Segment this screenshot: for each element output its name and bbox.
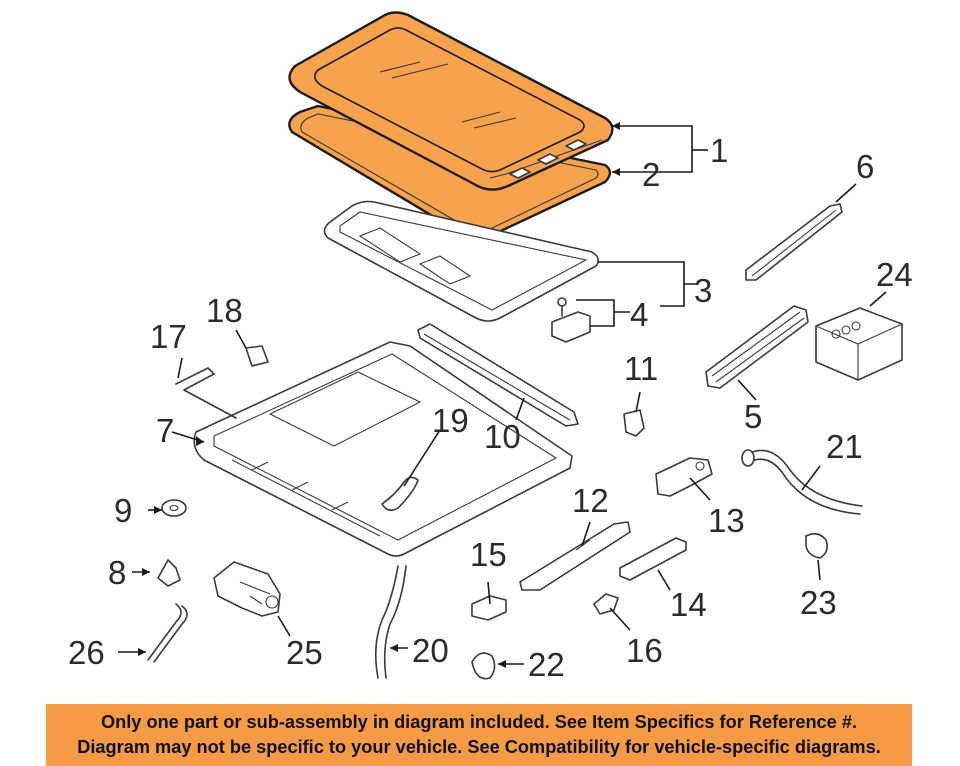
- part-4-bracket[interactable]: [551, 297, 591, 343]
- parts-diagram: 1 2 3 4 5 6 7 8 9 10 11 12 13 14 15 16 1…: [68, 11, 913, 683]
- callout-8: 8: [108, 554, 126, 591]
- part-11-clip[interactable]: [623, 409, 645, 437]
- callout-22: 22: [528, 646, 565, 683]
- part-26-rod[interactable]: [147, 603, 188, 663]
- callout-1: 1: [710, 132, 728, 169]
- part-25-motor[interactable]: [213, 561, 281, 617]
- part-13-bracket[interactable]: [655, 457, 713, 497]
- callout-5: 5: [744, 398, 762, 435]
- callout-12: 12: [572, 482, 609, 519]
- part-1-glass-panel[interactable]: [288, 11, 614, 191]
- callout-25: 25: [286, 634, 323, 671]
- callout-15: 15: [470, 536, 507, 573]
- callout-4: 4: [630, 296, 648, 333]
- part-20-hose[interactable]: [374, 565, 407, 679]
- part-8-fastener[interactable]: [157, 559, 181, 587]
- callout-7: 7: [156, 412, 174, 449]
- part-12-cable[interactable]: [519, 521, 631, 591]
- part-9-washer[interactable]: [161, 499, 187, 517]
- callout-21: 21: [826, 428, 863, 465]
- callout-18: 18: [206, 292, 243, 329]
- part-3-sunshade[interactable]: [323, 200, 600, 322]
- callout-26: 26: [68, 634, 105, 671]
- callout-20: 20: [412, 632, 449, 669]
- callout-2: 2: [642, 156, 660, 193]
- callout-23: 23: [800, 584, 837, 621]
- callout-3: 3: [694, 272, 712, 309]
- callout-10: 10: [484, 418, 521, 455]
- callout-9: 9: [114, 492, 132, 529]
- leader-lines: [118, 122, 887, 668]
- part-18-clip[interactable]: [245, 345, 269, 367]
- part-23-grommet[interactable]: [805, 532, 828, 559]
- part-19-hose[interactable]: [381, 476, 419, 512]
- callout-13: 13: [708, 502, 745, 539]
- callout-17: 17: [150, 318, 187, 355]
- callout-24: 24: [876, 256, 913, 293]
- disclaimer-banner: Only one part or sub-assembly in diagram…: [46, 704, 912, 766]
- callout-6: 6: [856, 148, 874, 185]
- part-6-rail[interactable]: [745, 203, 843, 281]
- callout-16: 16: [626, 632, 663, 669]
- callout-14: 14: [670, 586, 707, 623]
- part-24-control-module[interactable]: [815, 307, 903, 381]
- callout-19: 19: [432, 402, 469, 439]
- part-17-drain[interactable]: [175, 367, 237, 419]
- part-16-bracket[interactable]: [593, 593, 619, 615]
- part-7-frame[interactable]: [193, 341, 573, 557]
- disclaimer-line-2: Diagram may not be specific to your vehi…: [77, 737, 881, 757]
- part-22-plug[interactable]: [471, 652, 496, 680]
- part-21-drain-hose[interactable]: [741, 449, 863, 515]
- callout-labels: 1 2 3 4 5 6 7 8 9 10 11 12 13 14 15 16 1…: [68, 132, 913, 683]
- part-14-strip[interactable]: [619, 537, 687, 581]
- part-5-track[interactable]: [705, 305, 809, 389]
- disclaimer-line-1: Only one part or sub-assembly in diagram…: [100, 712, 858, 732]
- part-10-front-rail[interactable]: [417, 323, 579, 427]
- callout-11: 11: [624, 350, 658, 387]
